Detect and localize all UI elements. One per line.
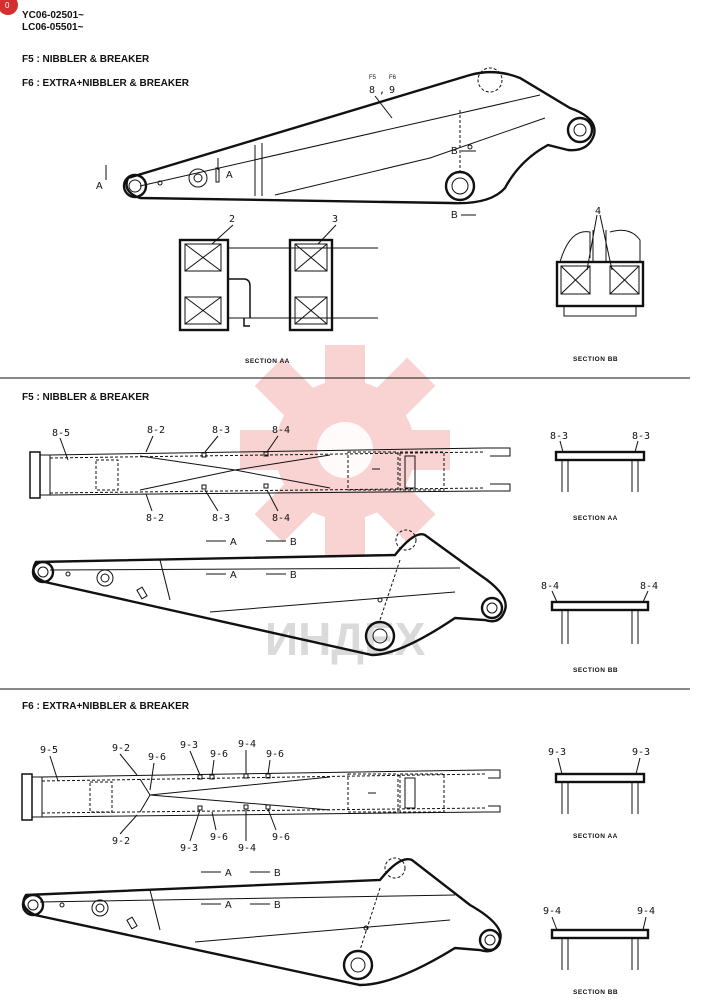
- top-legend-f6: F6 : EXTRA+NIBBLER & BREAKER: [22, 78, 190, 89]
- corner-badge: [0, 0, 18, 15]
- f6-label-9-6-a: 9-6: [148, 752, 166, 763]
- f6-bb-label-9-4-right: 9-4: [637, 906, 655, 917]
- f6-label-9-3-bottom: 9-3: [180, 843, 198, 854]
- f6-label-9-4-bottom: 9-4: [238, 843, 256, 854]
- f5-arrow-a-bottom: A: [230, 570, 237, 581]
- f5-label-8-4-top: 8-4: [272, 425, 290, 436]
- f5-label-8-3-top: 8-3: [212, 425, 230, 436]
- f5-side-view: [31, 529, 507, 657]
- f5-section-aa: 8-3 8-3 SECTION AA: [550, 431, 650, 522]
- f6-section-aa-label: SECTION AA: [573, 833, 618, 840]
- f6-section-bb-label: SECTION BB: [573, 989, 618, 996]
- f6-label-9-2-top: 9-2: [112, 743, 130, 754]
- f6-section-bb: 9-4 9-4 SECTION BB: [543, 906, 655, 996]
- f6-label-9-6-b: 9-6: [210, 749, 228, 760]
- f6-section: F6 : EXTRA+NIBBLER & BREAKER: [21, 701, 655, 996]
- f5-title: F5 : NIBBLER & BREAKER: [22, 392, 150, 403]
- top-section: F5 : NIBBLER & BREAKER F6 : EXTRA+NIBBLE…: [22, 54, 645, 365]
- section-aa-label-top: SECTION AA: [245, 358, 290, 365]
- f6-title: F6 : EXTRA+NIBBLER & BREAKER: [22, 701, 190, 712]
- arrow-a-right: A: [226, 170, 233, 181]
- corner-badge-label: 0: [5, 1, 10, 10]
- f5-arrow-b-bottom: B: [290, 570, 297, 581]
- f6-label-9-4-top: 9-4: [238, 739, 256, 750]
- f6-aa-label-9-3-right: 9-3: [632, 747, 650, 758]
- part-f5: 8: [369, 85, 375, 96]
- f6-label-9-3-top: 9-3: [180, 740, 198, 751]
- page-header: 0 YC06-02501~ LC06-05501~: [0, 0, 84, 33]
- part-f6: 9: [389, 85, 395, 96]
- f5-arrow-a-top: A: [230, 537, 237, 548]
- f6-arrow-a-bottom: A: [225, 900, 232, 911]
- f6-label-9-5: 9-5: [40, 745, 58, 756]
- f5-label-8-3-bottom: 8-3: [212, 513, 230, 524]
- f5-aa-label-8-3-right: 8-3: [632, 431, 650, 442]
- callout-2: 2: [229, 214, 235, 225]
- section-arrows-top: A A B B: [96, 146, 476, 221]
- f6-arrow-a-top: A: [225, 868, 232, 879]
- arrow-a-left: A: [96, 181, 103, 192]
- f5-section: F5 : NIBBLER & BREAKER 8-5: [22, 392, 658, 674]
- section-aa-top: 2 3 SECTION AA: [178, 214, 378, 365]
- serial-range-2: LC06-05501~: [22, 22, 84, 33]
- part-sep: ,: [379, 85, 385, 96]
- f5-label-8-2-top: 8-2: [147, 425, 165, 436]
- f6-top-view: [21, 769, 501, 821]
- f5-aa-label-8-3-left: 8-3: [550, 431, 568, 442]
- section-bb-top: 4 SECTION BB: [555, 206, 645, 363]
- arrow-b-lower: B: [451, 210, 458, 221]
- f5-bb-label-8-4-right: 8-4: [640, 581, 658, 592]
- f5-label-8-5: 8-5: [52, 428, 70, 439]
- f6-label-9-6-c: 9-6: [266, 749, 284, 760]
- f5-label-8-2-bottom: 8-2: [146, 513, 164, 524]
- f6-arrow-b-bottom: B: [274, 900, 281, 911]
- callout-3: 3: [332, 214, 338, 225]
- f6-label-9-2-bottom: 9-2: [112, 836, 130, 847]
- top-legend-f5: F5 : NIBBLER & BREAKER: [22, 54, 150, 65]
- section-bb-label-top: SECTION BB: [573, 356, 618, 363]
- arrow-b-upper: B: [451, 146, 458, 157]
- watermark-text: ИНДЕХ: [265, 613, 426, 665]
- code-f6: F6: [389, 75, 397, 81]
- code-f5: F5: [369, 75, 377, 81]
- f6-bb-label-9-4-left: 9-4: [543, 906, 561, 917]
- f6-side-view: [21, 857, 502, 987]
- f5-section-bb: 8-4 8-4 SECTION BB: [541, 581, 658, 674]
- f6-label-9-6-d: 9-6: [210, 832, 228, 843]
- boom-side-view-top: [122, 67, 596, 205]
- f6-arrow-b-top: B: [274, 868, 281, 879]
- watermark-gear-icon: [240, 345, 450, 555]
- f6-aa-label-9-3-left: 9-3: [548, 747, 566, 758]
- f5-arrow-b-top: B: [290, 537, 297, 548]
- f5-section-bb-label: SECTION BB: [573, 667, 618, 674]
- f5-section-aa-label: SECTION AA: [573, 515, 618, 522]
- f5-label-8-4-bottom: 8-4: [272, 513, 290, 524]
- watermark: ИНДЕХ: [240, 345, 450, 665]
- f5-bb-label-8-4-left: 8-4: [541, 581, 559, 592]
- f6-label-9-6-e: 9-6: [272, 832, 290, 843]
- f6-section-aa: 9-3 9-3 SECTION AA: [548, 747, 650, 840]
- serial-range-1: YC06-02501~: [22, 10, 84, 21]
- callout-4: 4: [595, 206, 601, 217]
